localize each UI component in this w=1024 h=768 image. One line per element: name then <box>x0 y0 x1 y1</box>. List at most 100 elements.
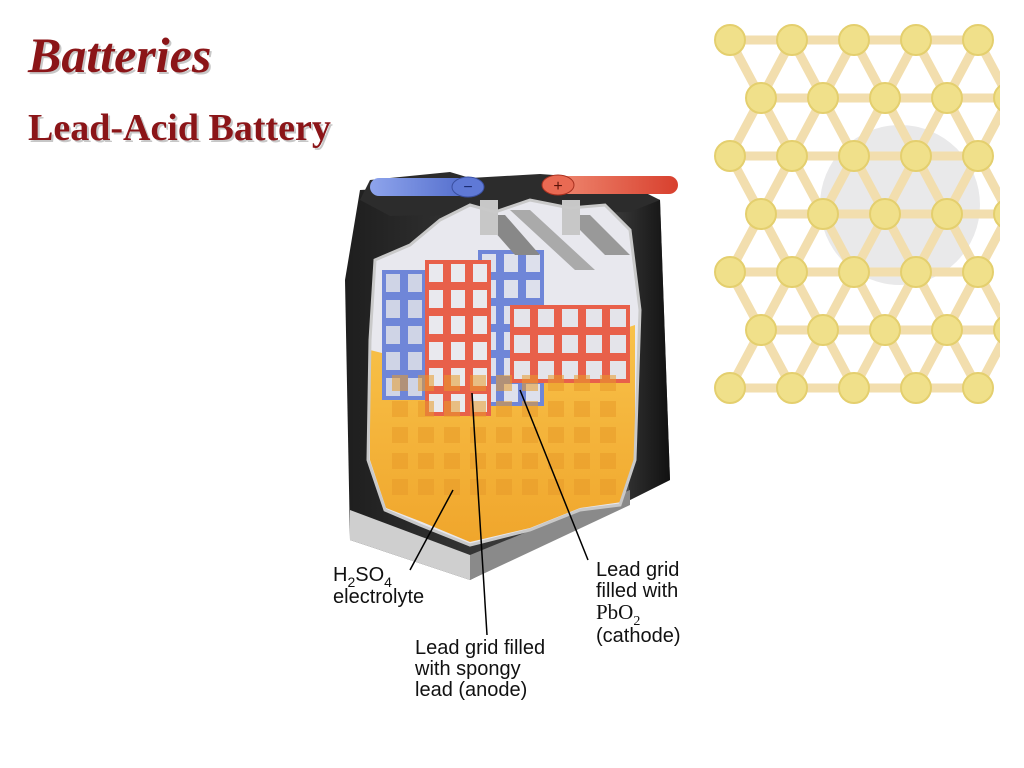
grid-cell <box>548 401 564 417</box>
grid-cell <box>429 316 443 334</box>
lattice-atom <box>931 314 963 346</box>
grid-cell <box>562 361 578 379</box>
grid-cell <box>418 453 434 469</box>
grid-cell <box>451 264 465 282</box>
grid-cell <box>473 264 487 282</box>
grid-cell <box>386 300 400 318</box>
lattice-atom <box>838 140 870 172</box>
negative-terminal: − <box>370 176 485 198</box>
grid-cell <box>408 300 422 318</box>
grid-cell <box>392 401 408 417</box>
grid-cell <box>429 290 443 308</box>
grid-cell <box>526 254 540 272</box>
grid-cell <box>473 290 487 308</box>
grid-cell <box>574 375 590 391</box>
grid-cell <box>470 427 486 443</box>
electrolyte-label: H2SO4 electrolyte <box>333 565 424 608</box>
grid-cell <box>562 309 578 327</box>
grid-cell <box>392 427 408 443</box>
grid-cell <box>514 335 530 353</box>
grid-cell <box>496 453 512 469</box>
grid-cell <box>586 361 602 379</box>
lattice-atom <box>776 140 808 172</box>
lattice-atom <box>993 316 1000 344</box>
grid-cell <box>418 375 434 391</box>
grid-cell <box>610 361 626 379</box>
grid-cell <box>444 375 460 391</box>
grid-cell <box>408 326 422 344</box>
lattice-atom <box>962 140 994 172</box>
grid-cell <box>586 309 602 327</box>
grid-cell <box>496 479 512 495</box>
grid-cell <box>504 280 518 298</box>
grid-cell <box>538 361 554 379</box>
grid-cell <box>610 335 626 353</box>
lattice-atom <box>869 198 901 230</box>
grid-cell <box>600 427 616 443</box>
grid-cell <box>574 479 590 495</box>
grid-cell <box>574 427 590 443</box>
cathode-label-line: (cathode) <box>596 625 681 647</box>
lattice-atom <box>869 82 901 114</box>
grid-cell <box>386 326 400 344</box>
anode-label: Lead grid filled with spongy lead (anode… <box>415 638 585 701</box>
grid-cell <box>586 335 602 353</box>
anode-label-line: with spongy <box>415 658 521 680</box>
grid-cell <box>522 401 538 417</box>
grid-cell <box>514 361 530 379</box>
grid-cell <box>418 427 434 443</box>
lattice-atom <box>714 372 746 404</box>
buckyball-illustration <box>714 24 1000 404</box>
lattice-atom <box>900 372 932 404</box>
cathode-label: Lead grid filled with PbO2 (cathode) <box>596 560 706 647</box>
grid-cell <box>514 309 530 327</box>
lattice-atom <box>714 24 746 56</box>
grid-cell <box>538 335 554 353</box>
lattice-atom <box>993 200 1000 228</box>
lattice-atom <box>900 24 932 56</box>
grid-cell <box>600 401 616 417</box>
cathode-label-line: Lead grid <box>596 559 680 581</box>
grid-cell <box>386 274 400 292</box>
grid-cell <box>418 479 434 495</box>
formula-subscript: 2 <box>633 614 641 629</box>
grid-cell <box>451 316 465 334</box>
grid-cell <box>548 375 564 391</box>
grid-cell <box>429 264 443 282</box>
grid-cell <box>496 375 512 391</box>
lattice-atom <box>900 140 932 172</box>
lattice-atom <box>807 198 839 230</box>
lattice-atom <box>776 256 808 288</box>
grid-cell <box>444 401 460 417</box>
grid-cell <box>392 479 408 495</box>
lattice-atom <box>993 84 1000 112</box>
grid-cell <box>386 352 400 370</box>
lattice-atom <box>931 198 963 230</box>
cathode-formula: PbO2 <box>596 600 706 630</box>
lattice-atom <box>776 24 808 56</box>
grid-cell <box>470 479 486 495</box>
lead-acid-battery-illustration: − + <box>345 172 678 580</box>
grid-cell <box>473 316 487 334</box>
positive-terminal: + <box>541 174 678 196</box>
grid-cell <box>600 375 616 391</box>
grid-cell <box>522 479 538 495</box>
grid-cell <box>600 453 616 469</box>
grid-cell <box>451 290 465 308</box>
lattice-atom <box>869 314 901 346</box>
grid-cell <box>522 375 538 391</box>
grid-cell <box>451 342 465 360</box>
anode-label-line: lead (anode) <box>415 679 528 701</box>
lattice-atom <box>714 140 746 172</box>
lattice-atom <box>962 24 994 56</box>
lattice-atom <box>776 372 808 404</box>
formula-part: PbO <box>596 600 634 624</box>
slide-title: Batteries <box>28 27 212 83</box>
formula-subscript: 2 <box>347 574 356 590</box>
grid-cell <box>538 309 554 327</box>
lattice-atom <box>931 82 963 114</box>
grid-cell <box>548 453 564 469</box>
grid-cell <box>444 453 460 469</box>
lattice-atom <box>962 372 994 404</box>
grid-cell <box>522 453 538 469</box>
